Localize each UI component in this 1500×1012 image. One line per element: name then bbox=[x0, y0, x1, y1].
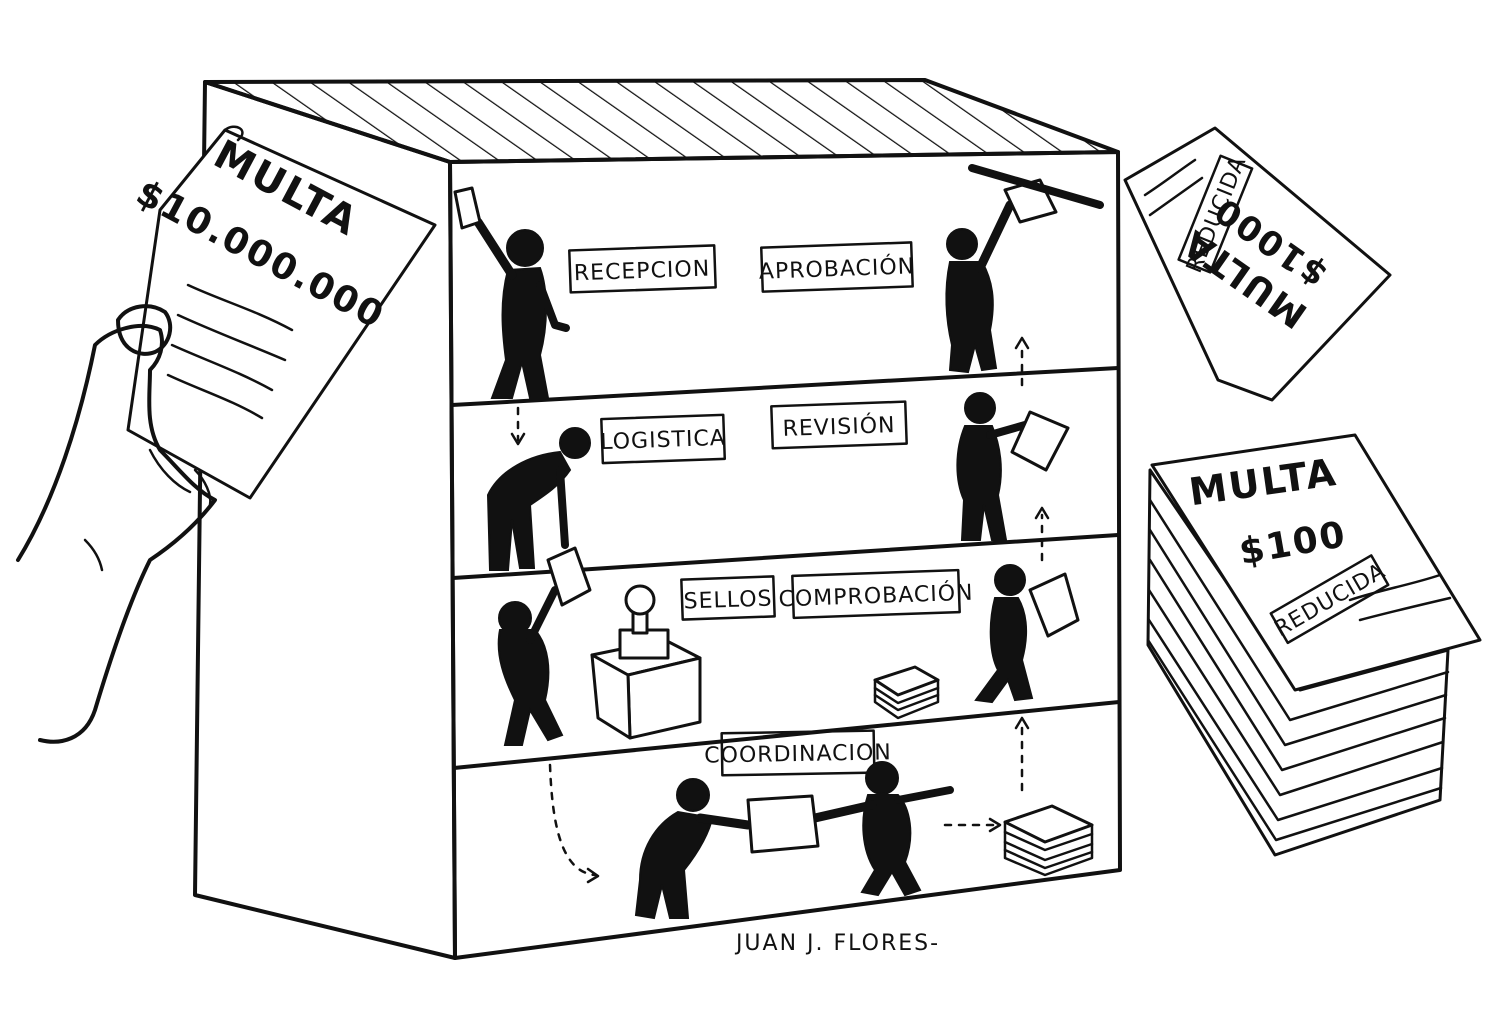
svg-text:COMPROBACIÓN: COMPROBACIÓN bbox=[778, 580, 974, 613]
paper-stack-output bbox=[1003, 804, 1094, 877]
hand-icon bbox=[16, 304, 217, 744]
box-top bbox=[205, 80, 1118, 162]
label-revision: REVISIÓN bbox=[770, 400, 908, 450]
svg-text:COORDINACION: COORDINACION bbox=[704, 740, 892, 768]
paper-sellos bbox=[546, 546, 592, 607]
worker-logistica bbox=[486, 427, 591, 571]
box-front bbox=[448, 150, 1122, 960]
label-recepcion: RECEPCION bbox=[568, 244, 717, 294]
svg-text:SELLOS: SELLOS bbox=[683, 586, 773, 614]
shelf-labels: RECEPCION APROBACIÓN LOGISTICA REVISIÓN … bbox=[568, 241, 974, 777]
label-comprobacion: COMPROBACIÓN bbox=[778, 568, 974, 620]
worker-recepcion bbox=[473, 217, 570, 399]
shelf-divider-3 bbox=[452, 700, 1121, 770]
worker-aprobacion bbox=[945, 200, 1015, 374]
label-logistica: LOGISTICA bbox=[600, 413, 726, 465]
worker-revision bbox=[956, 392, 1029, 541]
fine-paper-left: MULTA $10.000.000 bbox=[126, 125, 437, 500]
label-coordinacion: COORDINACION bbox=[704, 729, 892, 777]
worker-coordinacion-right bbox=[810, 761, 954, 897]
worker-sellos bbox=[497, 586, 564, 746]
artist-signature: JUAN J. FLORES- bbox=[734, 931, 940, 956]
fine-paper-right-top: MULTA $1000 REDUCIDA bbox=[1123, 126, 1392, 402]
stamp-desk bbox=[590, 584, 702, 740]
shelf-divider-1 bbox=[450, 366, 1120, 407]
paper-revision bbox=[1010, 410, 1070, 472]
bureaucracy-box bbox=[193, 78, 1122, 960]
shelf-rod bbox=[968, 164, 1104, 209]
svg-text:REVISIÓN: REVISIÓN bbox=[782, 412, 896, 442]
paper-comprobacion bbox=[1028, 572, 1080, 638]
paper-coordinacion bbox=[746, 794, 820, 854]
label-aprobacion: APROBACIÓN bbox=[758, 241, 916, 293]
small-paper-stack bbox=[873, 665, 940, 720]
svg-text:LOGISTICA: LOGISTICA bbox=[600, 426, 726, 455]
flow-arrows bbox=[510, 336, 1050, 884]
label-sellos: SELLOS bbox=[680, 575, 776, 621]
fine-stack-right: MULTA $100 REDUCIDA bbox=[1146, 433, 1482, 857]
worker-comprobacion bbox=[974, 564, 1034, 704]
paper-recepcion bbox=[453, 186, 482, 230]
svg-text:APROBACIÓN: APROBACIÓN bbox=[758, 253, 915, 284]
svg-text:RECEPCION: RECEPCION bbox=[573, 257, 710, 287]
worker-coordinacion-left bbox=[634, 778, 753, 920]
